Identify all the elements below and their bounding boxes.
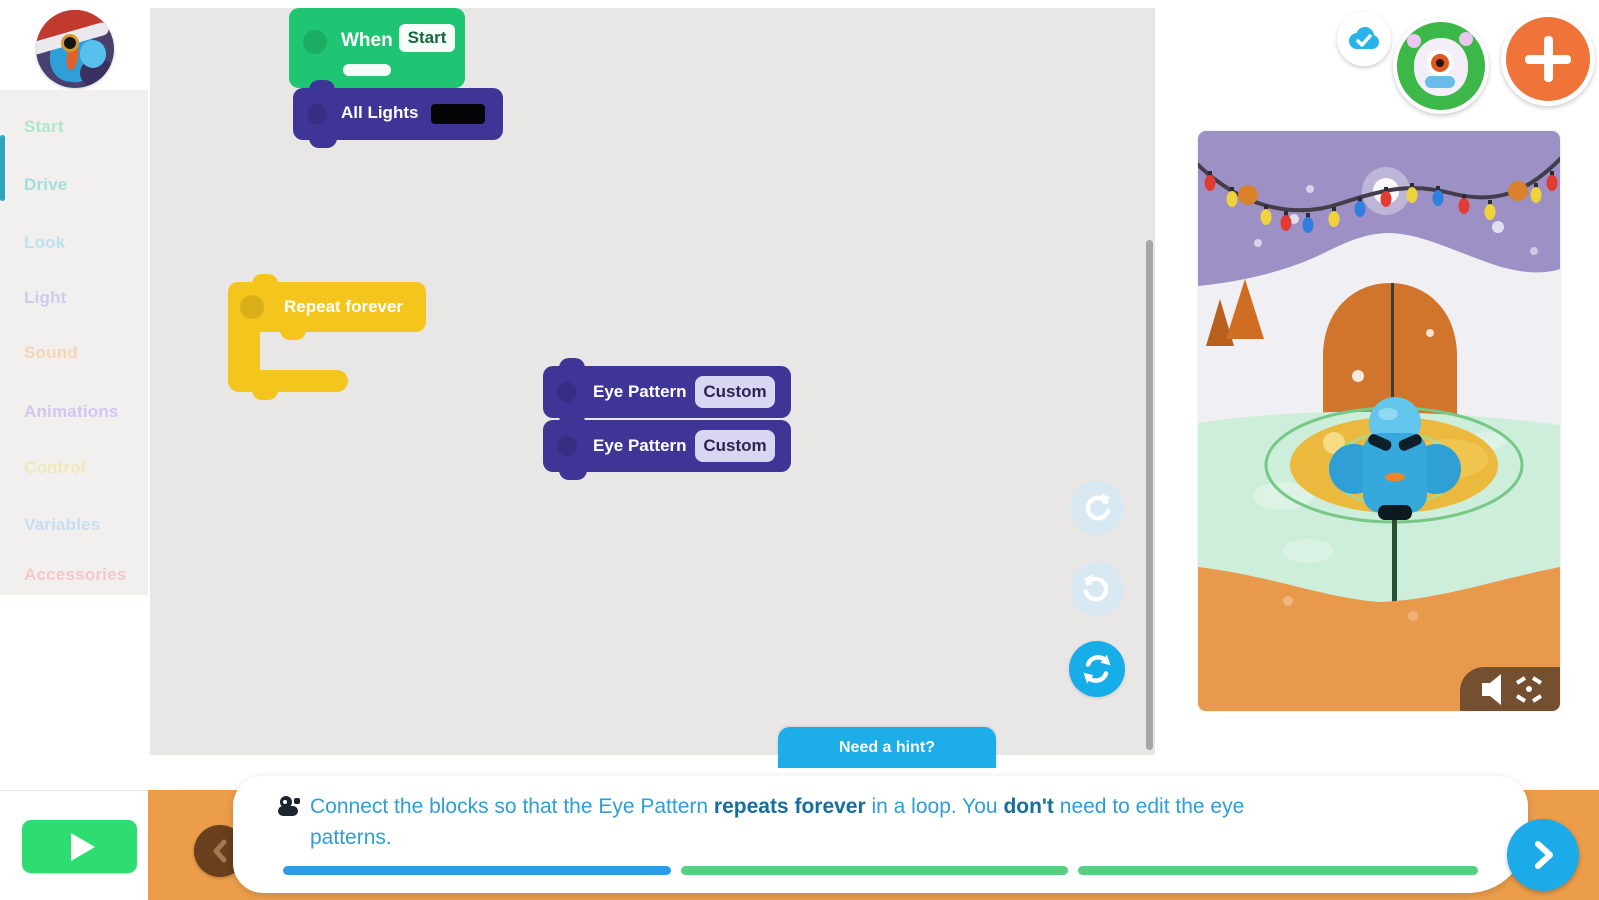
- dash-robot: [1329, 397, 1461, 520]
- start-dropdown-badge[interactable]: Start: [399, 24, 455, 52]
- yeti-eye-pupil: [1436, 59, 1444, 67]
- block-repeat-forever[interactable]: Repeat forever: [228, 274, 428, 404]
- yeti-ear: [1459, 32, 1473, 46]
- sync-button[interactable]: [1069, 641, 1125, 697]
- block-connector-dot: [303, 30, 327, 54]
- block-bottom-connector: [559, 470, 587, 480]
- need-a-hint-button[interactable]: Need a hint?: [778, 727, 996, 768]
- block-connector-dot: [557, 382, 577, 402]
- add-project-button[interactable]: [1501, 12, 1595, 106]
- profile-avatar-button[interactable]: [36, 10, 114, 88]
- loop-inner-connector: [280, 330, 306, 340]
- sidebar-item-sound[interactable]: Sound: [24, 343, 78, 362]
- play-icon: [70, 832, 95, 861]
- block-when-start[interactable]: When Start: [289, 8, 465, 88]
- block-top-connector: [559, 412, 585, 422]
- sidebar-item-look[interactable]: Look: [24, 233, 66, 252]
- scene-string-lights: [1198, 156, 1560, 233]
- block-label: Eye Pattern: [593, 382, 687, 401]
- yeti-mouth: [1425, 76, 1455, 88]
- block-bottom-connector: [309, 138, 337, 148]
- hint-message-text: Connect the blocks so that the Eye Patte…: [310, 791, 1310, 853]
- sidebar-item-start[interactable]: Start: [24, 117, 64, 136]
- block-top-connector: [309, 80, 335, 90]
- hint-text-part: in a loop. You: [865, 795, 1004, 818]
- block-bottom-connector: [252, 390, 278, 400]
- cloud-check-icon: [1349, 27, 1379, 49]
- character-avatar-button[interactable]: [1393, 18, 1489, 114]
- scene-arch-door: [1323, 283, 1457, 423]
- robot-stage-preview: [1198, 131, 1560, 711]
- block-label: All Lights: [341, 103, 419, 122]
- sync-icon: [1083, 654, 1111, 684]
- chevron-right-icon: [1535, 841, 1553, 869]
- cloud-sync-button[interactable]: [1337, 12, 1391, 66]
- block-eye-pattern-2[interactable]: Eye Pattern Custom: [543, 412, 791, 480]
- palette-scrollbar[interactable]: [0, 135, 5, 201]
- hint-text-part: Connect the blocks so that the Eye Patte…: [310, 795, 714, 818]
- logo-bird-wing: [80, 40, 106, 68]
- plus-icon: [1544, 36, 1553, 82]
- scene-pole: [1391, 283, 1394, 405]
- next-step-button[interactable]: [1507, 819, 1579, 891]
- undo-icon: [1085, 493, 1111, 521]
- sidebar-item-drive[interactable]: Drive: [24, 175, 68, 194]
- loop-spine: [228, 324, 260, 374]
- sidebar-item-variables[interactable]: Variables: [24, 515, 101, 534]
- block-label: Eye Pattern: [593, 436, 687, 455]
- fullscreen-icon[interactable]: [1515, 676, 1543, 703]
- progress-segment-3: [1078, 866, 1478, 875]
- block-body: [228, 282, 426, 332]
- stage-controls-bar: [1460, 667, 1560, 711]
- block-top-connector: [559, 358, 585, 368]
- block-palette-panel: [0, 90, 148, 595]
- stage-scene-art: [1198, 131, 1560, 711]
- block-connector-dot: [307, 104, 327, 124]
- progress-segment-1: [283, 866, 671, 875]
- canvas-vertical-scrollbar[interactable]: [1146, 240, 1153, 750]
- progress-segment-2: [681, 866, 1068, 875]
- loop-bottom-arm: [228, 370, 348, 392]
- redo-button[interactable]: [1070, 562, 1124, 616]
- custom-dropdown-badge[interactable]: Custom: [695, 430, 775, 462]
- hint-text-bold: don't: [1003, 795, 1054, 818]
- undo-button[interactable]: [1070, 481, 1124, 535]
- hint-text-bold: repeats forever: [713, 795, 866, 818]
- sidebar-item-control[interactable]: Control: [24, 458, 86, 477]
- block-connector-dot: [557, 436, 577, 456]
- block-eye-pattern-1[interactable]: Eye Pattern Custom: [543, 358, 791, 418]
- hint-text-part: need to edit the eye patterns.: [310, 795, 1245, 849]
- sidebar-item-light[interactable]: Light: [24, 288, 67, 307]
- custom-dropdown-badge[interactable]: Custom: [695, 376, 775, 408]
- robot-hint-icon: [276, 794, 302, 825]
- logo-bird-eye: [61, 34, 79, 52]
- color-value-swatch[interactable]: [431, 104, 485, 124]
- block-connector-dot: [240, 295, 264, 319]
- redo-icon: [1083, 574, 1109, 602]
- block-all-lights[interactable]: All Lights: [293, 80, 503, 148]
- speaker-icon[interactable]: [1482, 674, 1501, 705]
- scene-stem: [1392, 517, 1397, 605]
- scene-cone: [1206, 299, 1234, 346]
- play-button[interactable]: [22, 820, 137, 873]
- scene-cone: [1226, 279, 1264, 339]
- block-expander-pill[interactable]: [343, 64, 391, 76]
- block-top-connector: [252, 274, 278, 284]
- block-label: Repeat forever: [284, 297, 404, 316]
- sidebar-item-accessories[interactable]: Accessories: [24, 565, 127, 584]
- chevron-left-icon: [213, 839, 227, 863]
- sidebar-item-animations[interactable]: Animations: [24, 402, 119, 421]
- block-label: When: [341, 30, 393, 51]
- yeti-ear: [1407, 34, 1421, 48]
